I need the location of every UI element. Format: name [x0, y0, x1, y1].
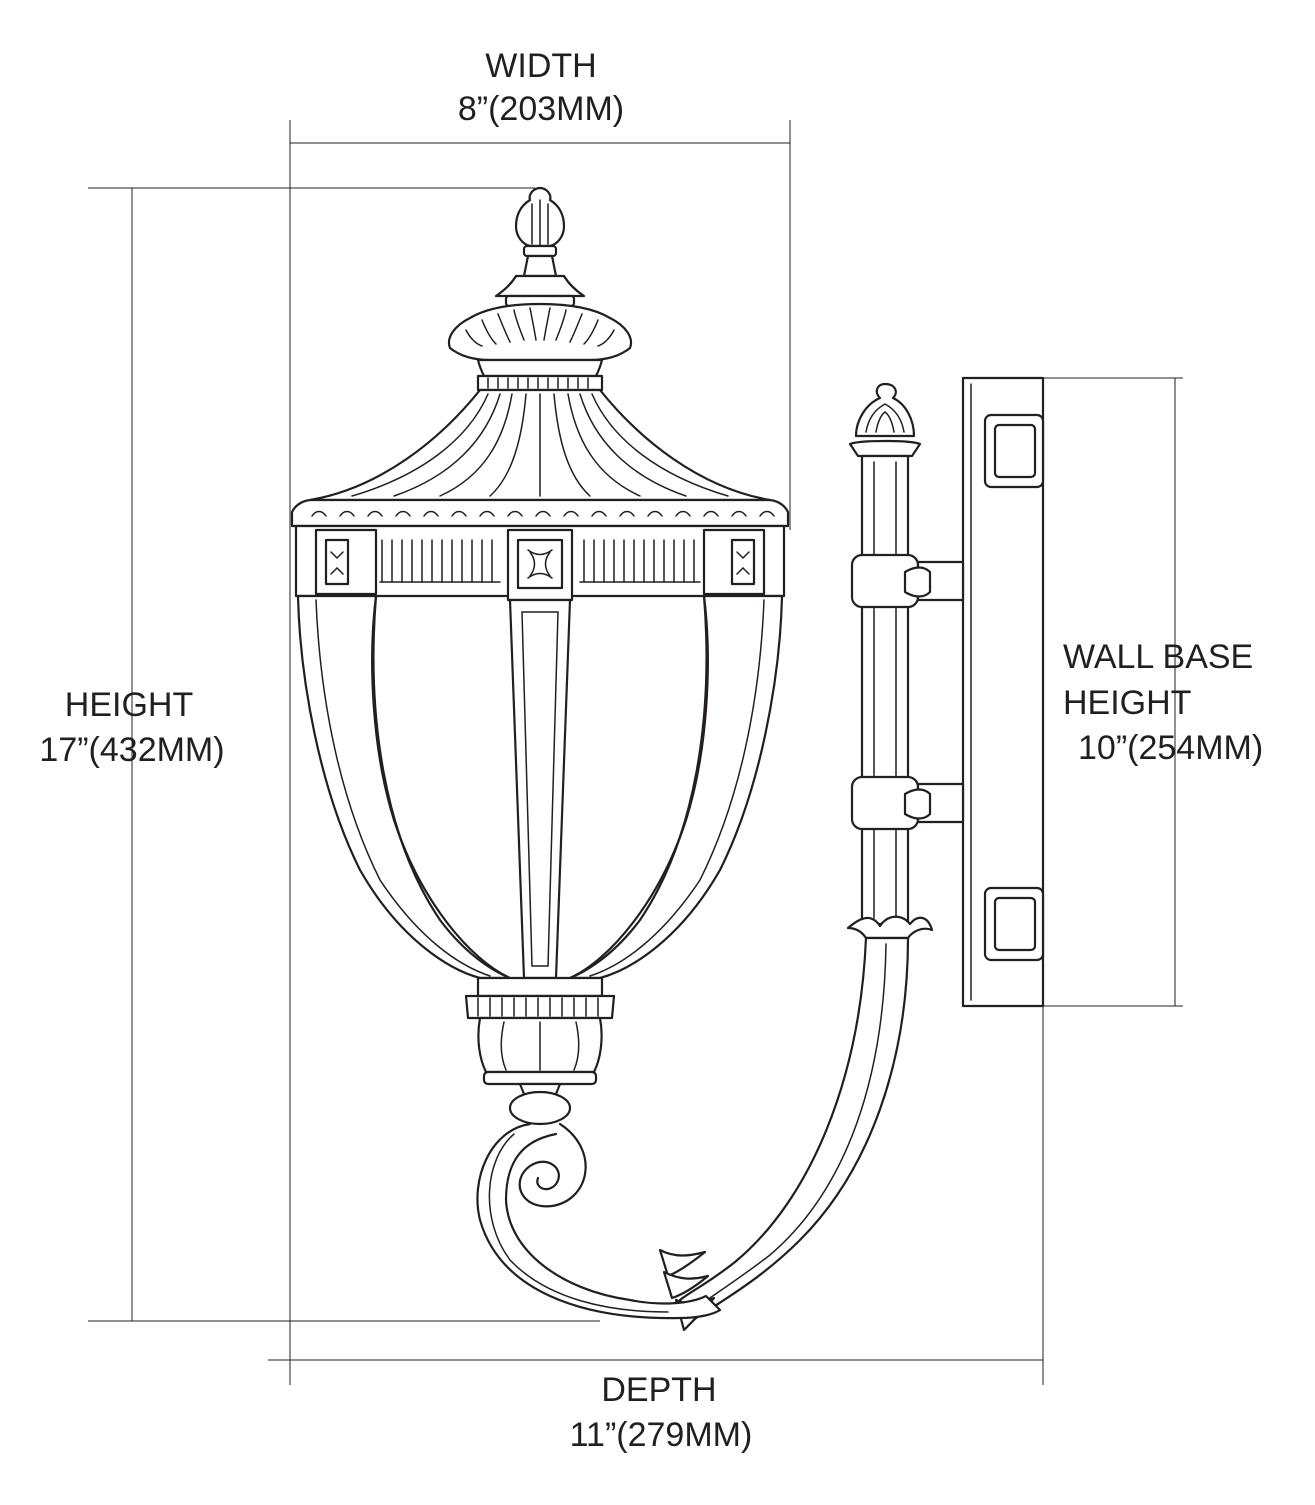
- depth-value: 11”(279MM): [570, 1416, 753, 1454]
- wall-base-label-line2: HEIGHT: [1063, 684, 1191, 722]
- width-label: WIDTH: [485, 47, 596, 85]
- lantern-bottom: [464, 976, 722, 1320]
- mounting-arm: [658, 382, 965, 1332]
- width-value: 8”(203MM): [458, 90, 624, 128]
- depth-dimension-lines: [268, 1006, 1044, 1385]
- lantern-body: [296, 594, 784, 980]
- wall-base-label-line1: WALL BASE: [1063, 638, 1253, 676]
- height-dimension-lines: [88, 187, 600, 1322]
- lantern-dome: [290, 302, 790, 528]
- wall-plate: [961, 376, 1045, 1008]
- depth-label: DEPTH: [601, 1371, 716, 1409]
- height-label: HEIGHT: [65, 686, 193, 724]
- height-value: 17”(432MM): [39, 731, 224, 769]
- lantern-frieze: [294, 524, 786, 602]
- wall-base-value: 10”(254MM): [1078, 729, 1263, 767]
- width-dimension-lines: [289, 120, 791, 1385]
- lantern-finial: [494, 186, 586, 308]
- wall-base-dimension-lines: [1043, 377, 1183, 1007]
